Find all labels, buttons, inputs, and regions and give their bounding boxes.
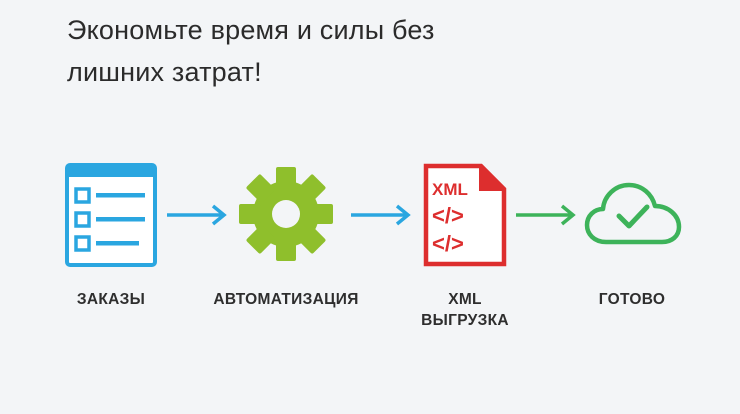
order-list-icon xyxy=(65,163,157,267)
xml-file-icon: XML </> </> xyxy=(423,163,507,267)
headline: Экономьте время и силы без лишних затрат… xyxy=(67,9,627,93)
step-label-orders: ЗАКАЗЫ xyxy=(76,291,146,308)
xml-file-caption: XML xyxy=(432,180,468,199)
code-glyph-top: </> xyxy=(432,203,464,228)
headline-line-1: Экономьте время и силы без xyxy=(67,15,435,45)
flow-arrow-1 xyxy=(167,204,227,226)
gear-icon xyxy=(239,167,333,261)
flow-arrow-3 xyxy=(516,204,576,226)
step-label-xml-export: XML ВЫГРУЗКА xyxy=(421,291,509,329)
code-glyph-bottom: </> xyxy=(432,231,464,256)
step-label-automation: АВТОМАТИЗАЦИЯ xyxy=(213,291,359,308)
flow-arrow-2 xyxy=(351,204,411,226)
headline-line-2: лишних затрат! xyxy=(67,57,262,87)
step-label-done: ГОТОВО xyxy=(598,291,666,308)
cloud-check-icon xyxy=(584,182,682,245)
